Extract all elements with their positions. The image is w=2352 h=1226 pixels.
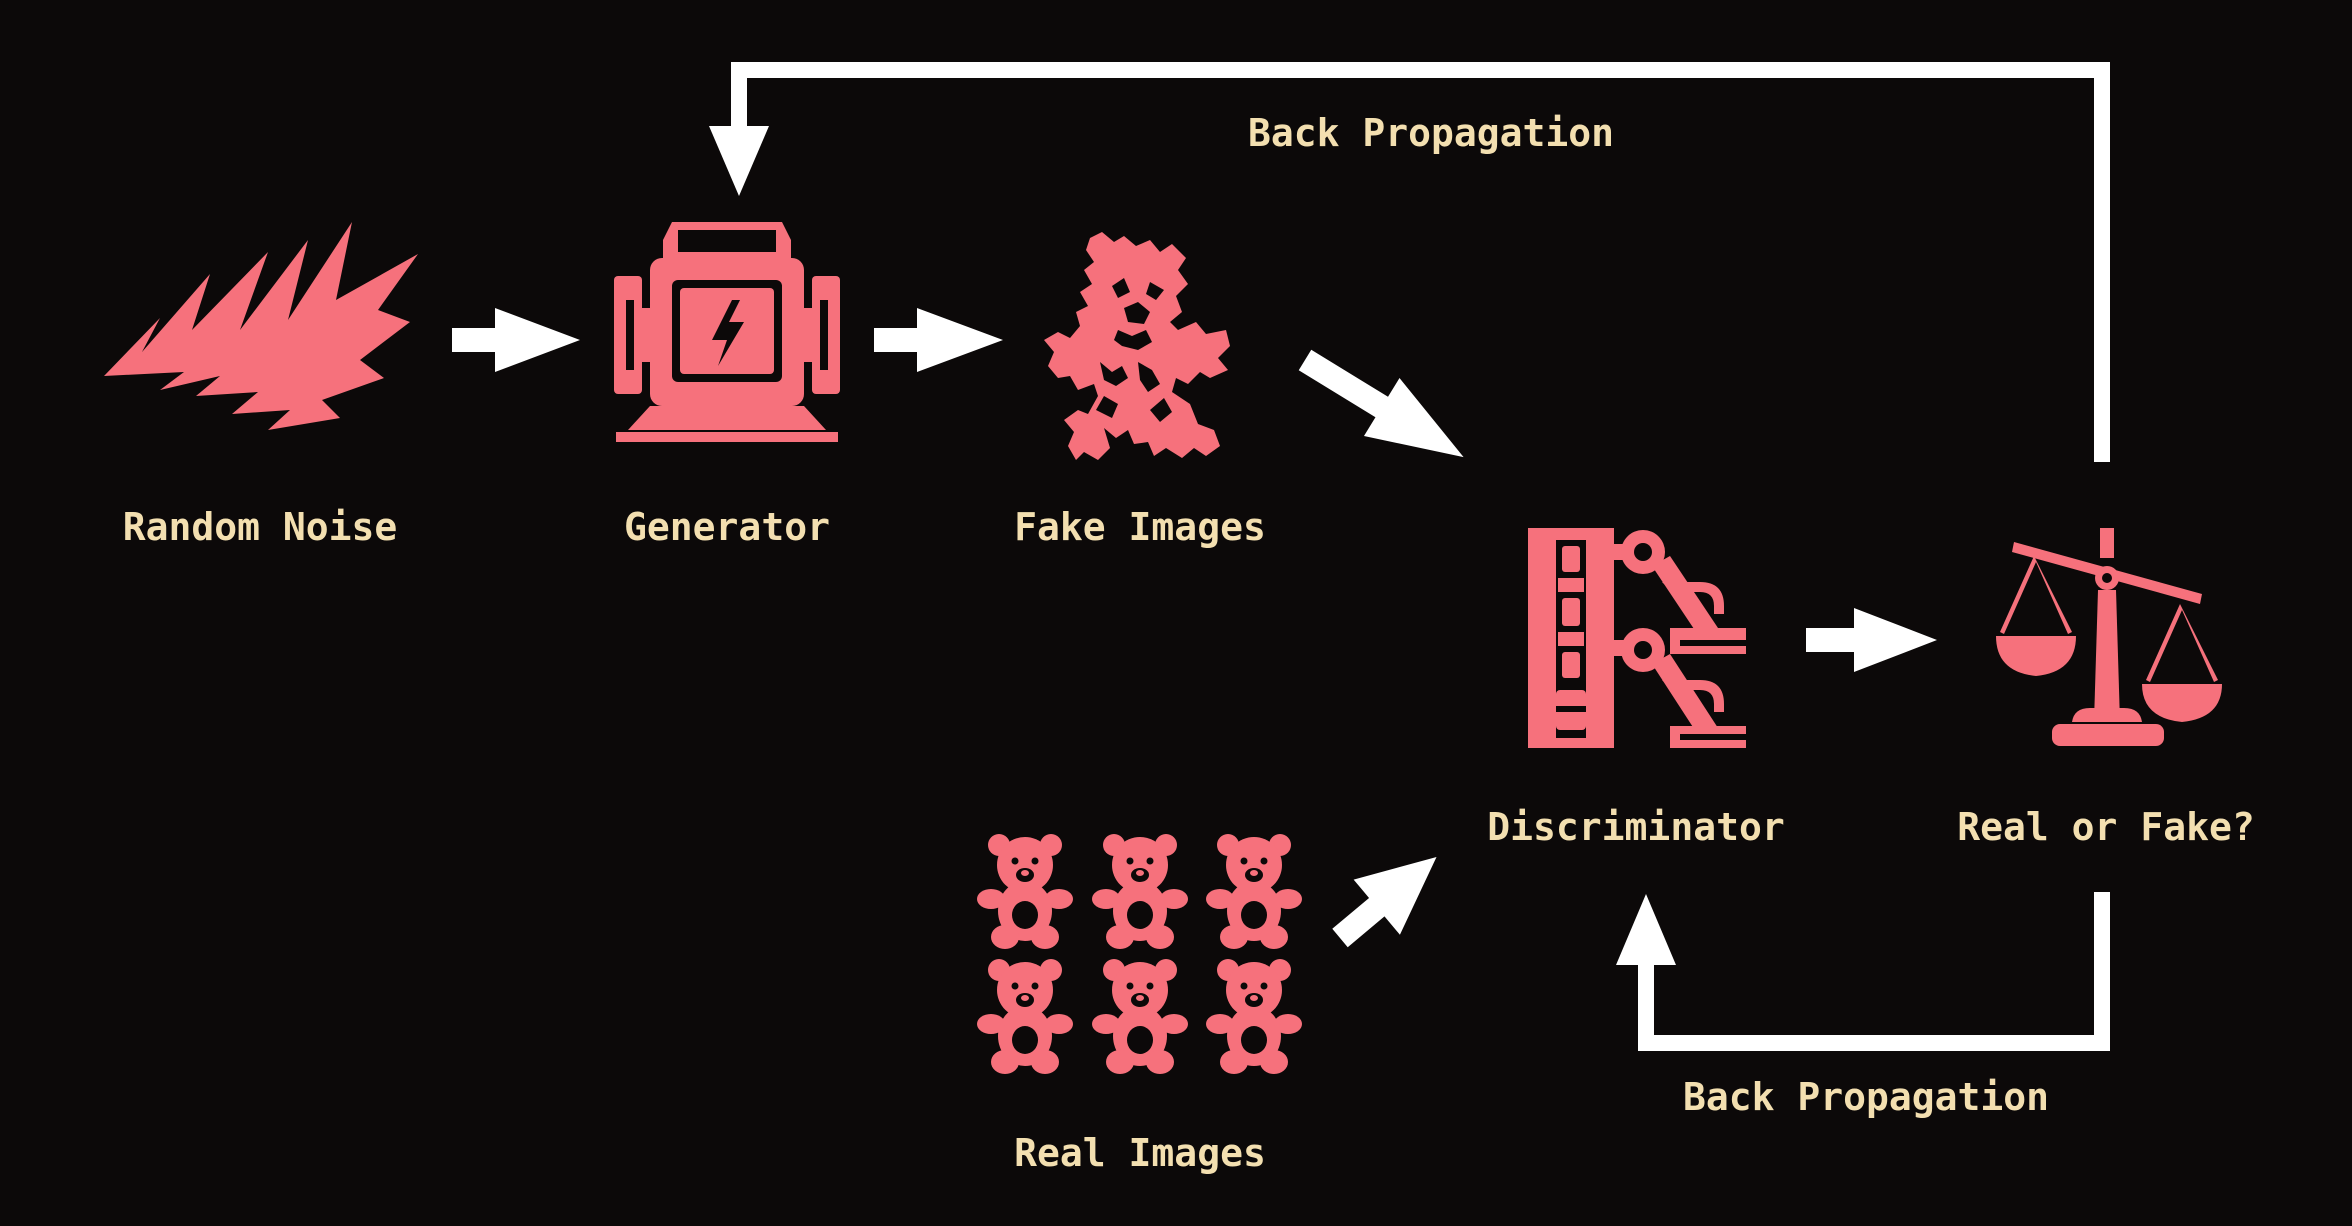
arrow-noise-to-generator	[452, 308, 580, 372]
generator-label: Generator	[624, 505, 830, 549]
arrow-generator-to-fake	[874, 308, 1003, 372]
distorted-teddy-bear-icon	[1044, 232, 1230, 460]
arrow-real-to-discriminator	[1332, 857, 1437, 948]
random-noise-label: Random Noise	[122, 505, 398, 549]
flow-arrows	[452, 308, 1937, 948]
back-propagation-top-label: Back Propagation	[1247, 111, 1615, 155]
back-propagation-top-loop	[709, 62, 2110, 462]
discriminator-label: Discriminator	[1487, 805, 1785, 849]
teddy-bear-icon	[977, 834, 1073, 949]
teddy-bear-icon	[1092, 834, 1188, 949]
noise-waveform-icon	[104, 222, 418, 430]
fake-images-label: Fake Images	[1014, 505, 1266, 549]
generator-machine-icon	[614, 222, 840, 442]
teddy-bear-icon	[1092, 959, 1188, 1074]
back-propagation-bottom-loop	[1616, 892, 2110, 1051]
balance-scale-icon	[1996, 528, 2222, 746]
arrow-discriminator-to-result	[1806, 608, 1937, 672]
teddy-bear-icon	[977, 959, 1073, 1074]
back-propagation-bottom-label: Back Propagation	[1682, 1075, 2050, 1119]
teddy-bear-icon	[1206, 834, 1302, 949]
arrow-fake-to-discriminator	[1298, 349, 1464, 458]
real-images-label: Real Images	[1014, 1131, 1266, 1175]
real-images-grid	[977, 834, 1302, 1074]
robotic-arm-icon	[1528, 528, 1746, 748]
teddy-bear-icon	[1206, 959, 1302, 1074]
real-or-fake-label: Real or Fake?	[1957, 805, 2255, 849]
